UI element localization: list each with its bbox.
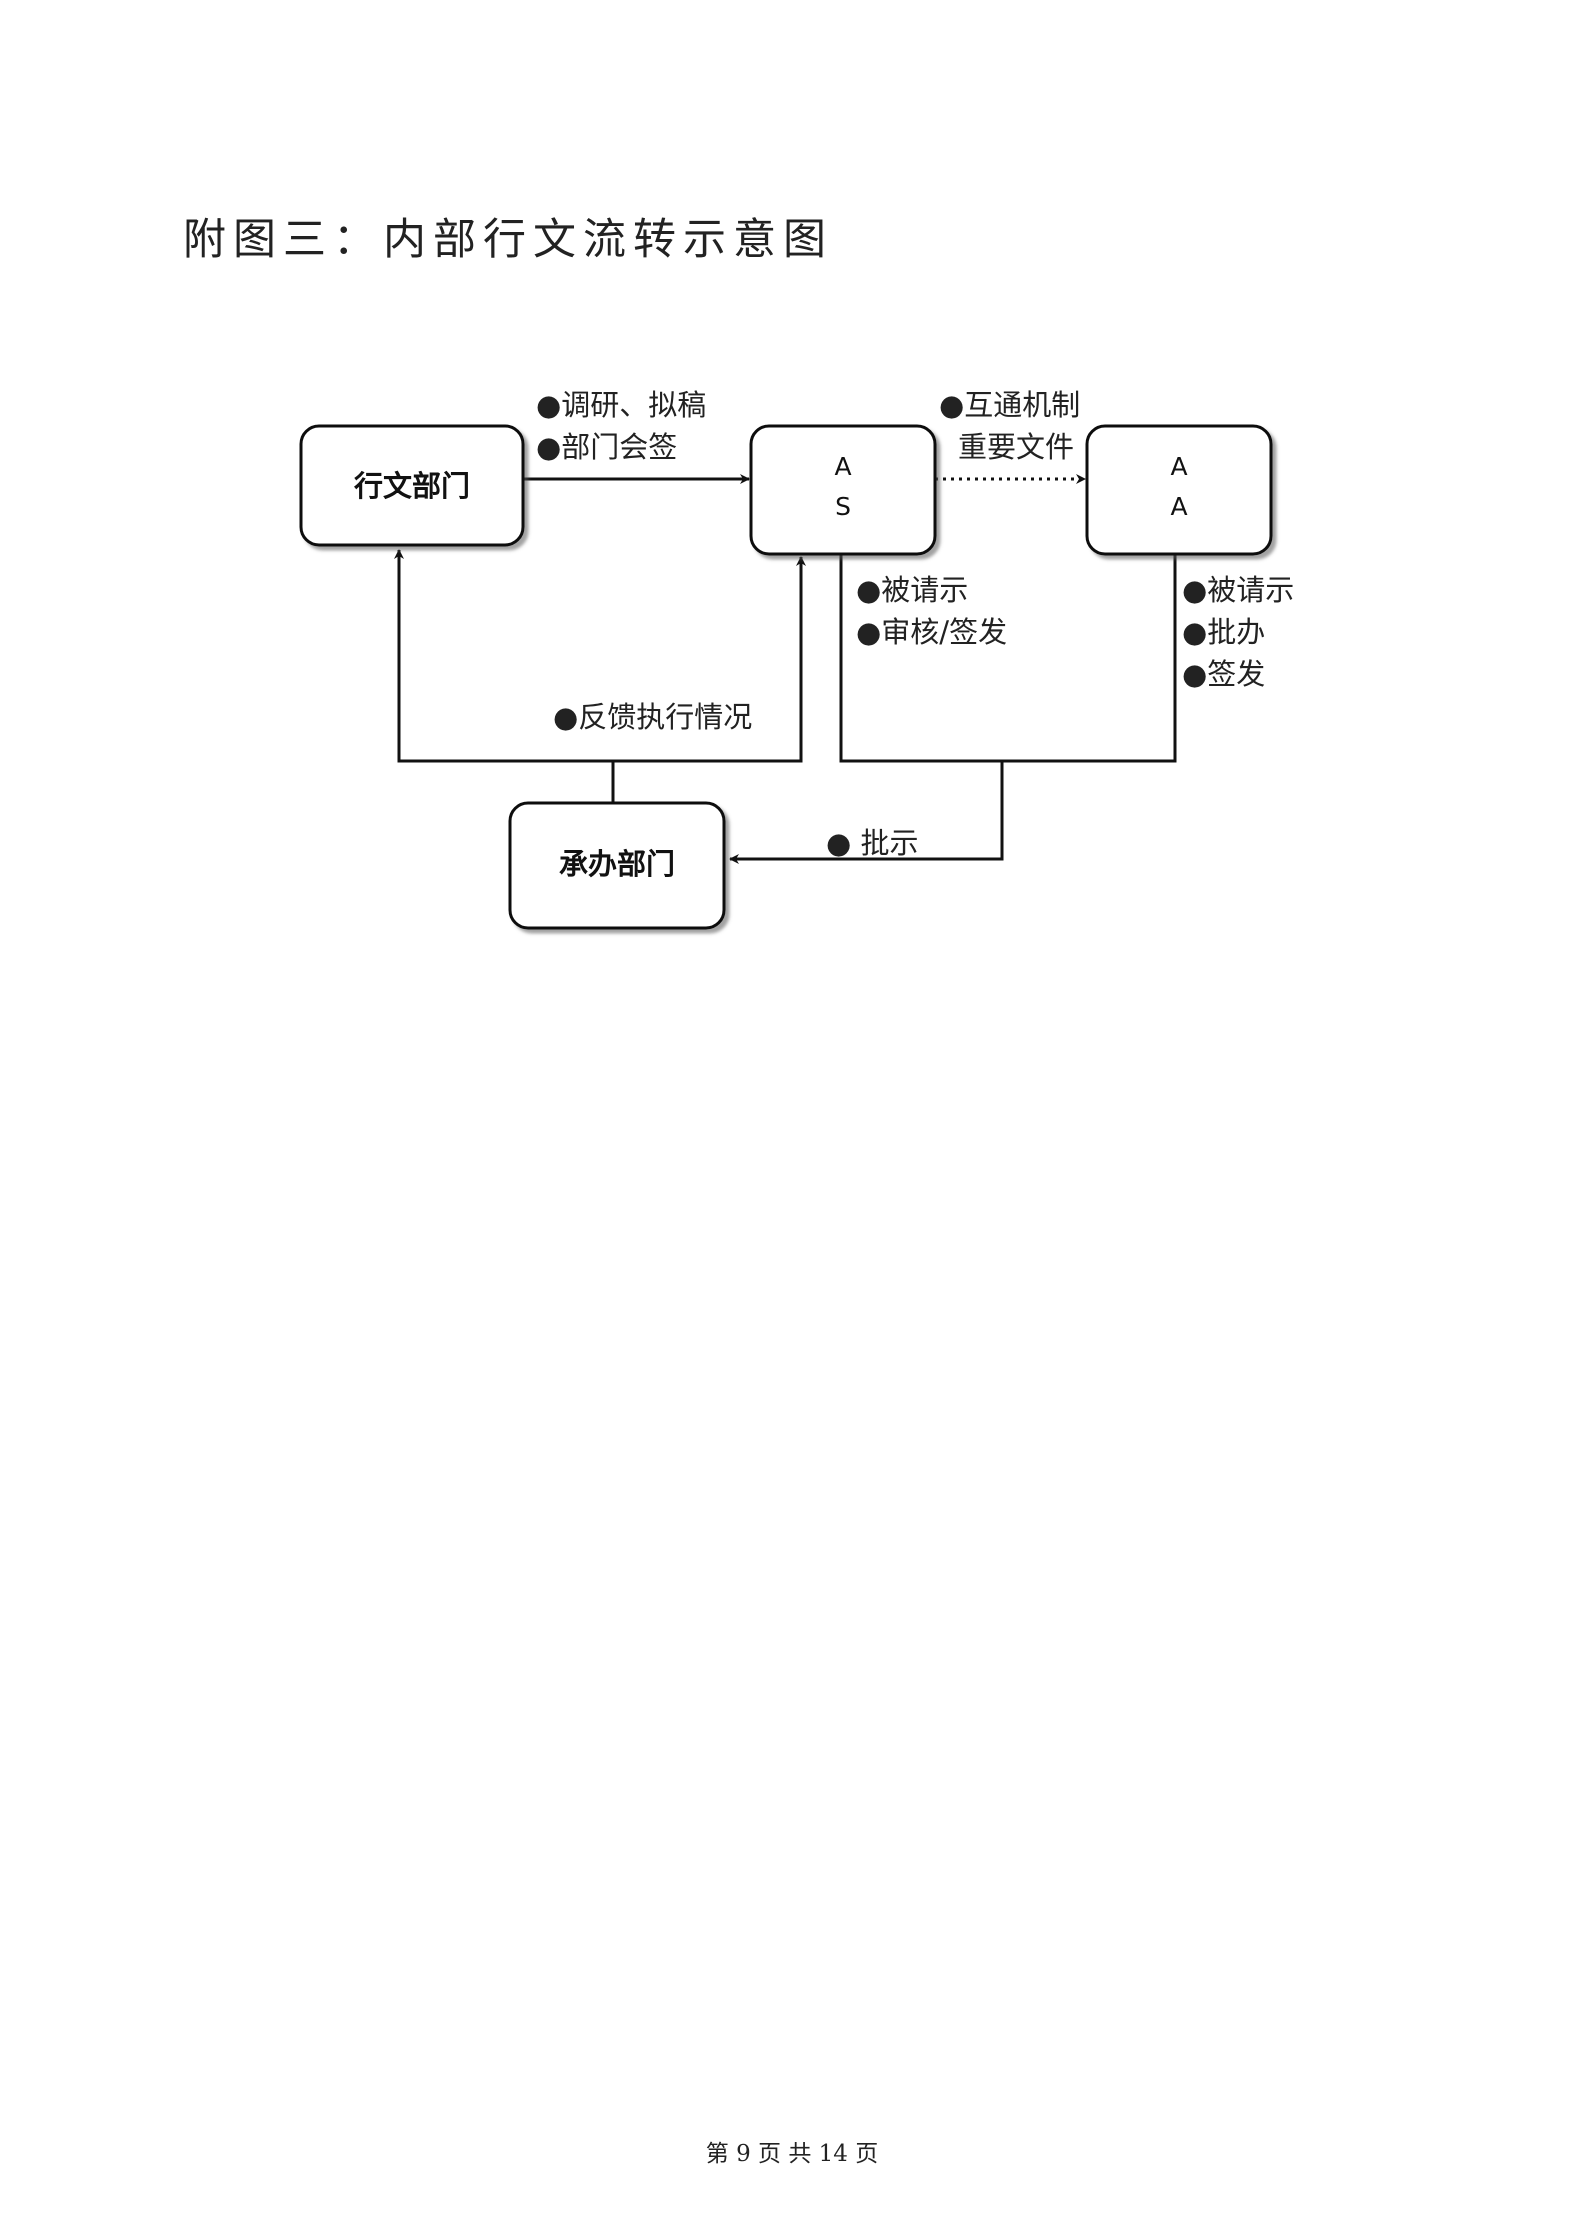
annotation-draft-1: ●调研、拟稿 bbox=[536, 388, 706, 422]
flow-diagram: 行文部门 A S A A 承办部门 ●调研、拟稿 ●部门会签 ●互通机制 重要文… bbox=[299, 388, 1294, 930]
as-box bbox=[749, 424, 937, 556]
annotation-instruction: ● 批示 bbox=[826, 826, 919, 860]
node-aa: A A bbox=[1085, 424, 1273, 556]
aa-box bbox=[1085, 424, 1273, 556]
node-handling-dept: 承办部门 bbox=[508, 801, 726, 930]
page-footer: 第 9 页 共 14 页 bbox=[705, 2141, 879, 2167]
annotation-aa-2: ●批办 bbox=[1182, 615, 1265, 649]
connectors bbox=[394, 474, 1177, 864]
aa-label-line2: A bbox=[1170, 492, 1187, 521]
annotation-as-1: ●被请示 bbox=[856, 573, 968, 607]
annotation-mutual-2: 重要文件 bbox=[958, 430, 1074, 464]
annotation-draft-2: ●部门会签 bbox=[536, 430, 677, 464]
annotations: ●调研、拟稿 ●部门会签 ●互通机制 重要文件 ●被请示 ●审核/签发 ●被请示… bbox=[536, 388, 1294, 860]
annotation-as-2: ●审核/签发 bbox=[856, 615, 1007, 649]
drafting-dept-label: 行文部门 bbox=[353, 469, 470, 503]
node-as: A S bbox=[749, 424, 937, 556]
page-title: 附图三：内部行文流转示意图 bbox=[183, 215, 833, 265]
handling-dept-label: 承办部门 bbox=[559, 847, 675, 881]
annotation-aa-3: ●签发 bbox=[1182, 657, 1265, 691]
instruction-arrow bbox=[729, 761, 1004, 864]
instruction-path-line bbox=[839, 554, 1177, 763]
handling-dept-box bbox=[508, 801, 726, 930]
drafting-dept-box bbox=[299, 424, 525, 547]
annotation-mutual-1: ●互通机制 bbox=[939, 388, 1080, 422]
annotation-aa-1: ●被请示 bbox=[1182, 573, 1294, 607]
node-drafting-dept: 行文部门 bbox=[299, 424, 525, 547]
aa-label-line1: A bbox=[1170, 452, 1187, 481]
feedback-loop-line bbox=[394, 549, 615, 803]
feedback-to-as-line bbox=[613, 556, 806, 763]
as-label-line2: S bbox=[835, 492, 851, 521]
as-label-line1: A bbox=[834, 452, 851, 481]
annotation-feedback: ●反馈执行情况 bbox=[553, 700, 752, 734]
